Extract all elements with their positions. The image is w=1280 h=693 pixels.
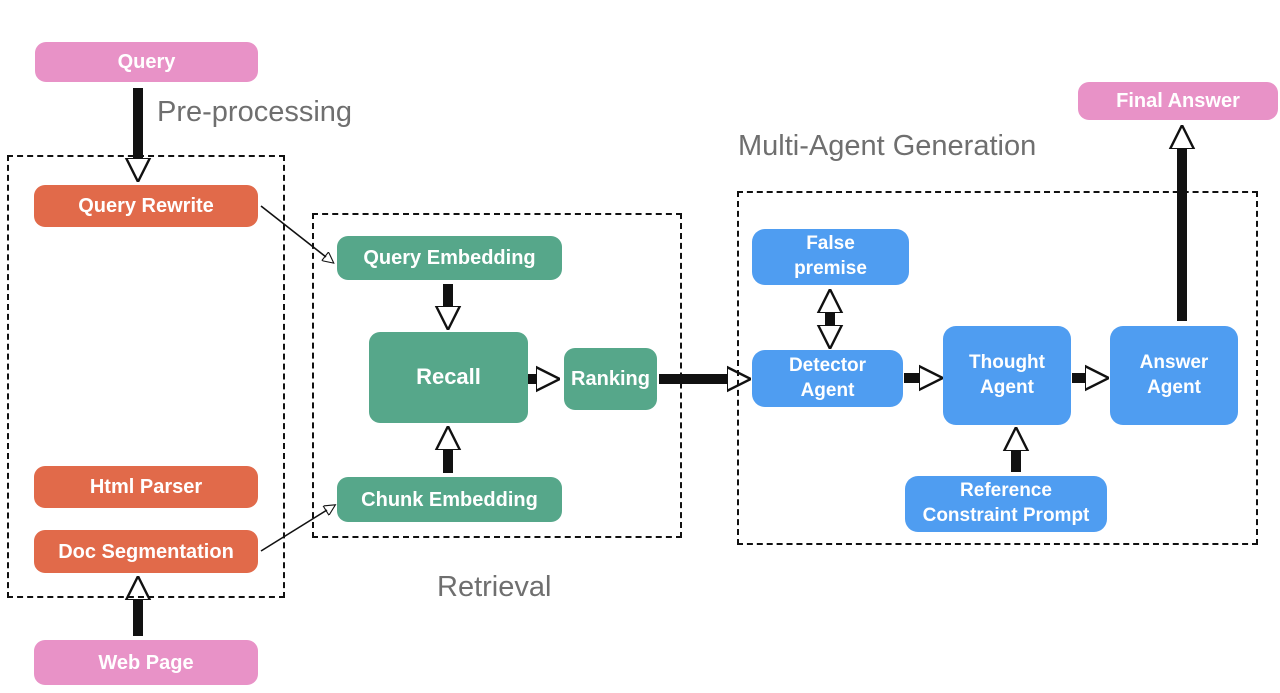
node-query: Query bbox=[35, 42, 258, 82]
arrow-doc-segmentation-to-chunk-embedding bbox=[260, 510, 327, 552]
node-query-label: Query bbox=[117, 51, 176, 73]
section-label-multi-agent-generation: Multi-Agent Generation bbox=[738, 130, 1037, 162]
node-thought-agent-label-line1: Thought bbox=[969, 351, 1045, 373]
node-answer-agent: Answer Agent bbox=[1110, 326, 1238, 425]
node-recall-label: Recall bbox=[416, 364, 481, 390]
node-html-parser-label: Html Parser bbox=[89, 476, 203, 498]
node-query-rewrite: Query Rewrite bbox=[34, 185, 258, 227]
node-detector-agent-label-line2: Agent bbox=[800, 379, 855, 401]
node-false-premise-label-line1: False bbox=[806, 233, 855, 255]
node-recall: Recall bbox=[369, 332, 528, 423]
node-detector-agent-label-line1: Detector bbox=[788, 354, 867, 376]
arrow-query-rewrite-to-query-embedding bbox=[260, 205, 326, 257]
node-answer-agent-label-line2: Agent bbox=[1147, 376, 1201, 398]
node-final-answer-label: Final Answer bbox=[1116, 90, 1240, 112]
node-web-page-label: Web Page bbox=[98, 651, 194, 674]
node-answer-agent-label-line1: Answer bbox=[1139, 351, 1209, 373]
node-reference-constraint-prompt-label-line2: Constraint Prompt bbox=[922, 505, 1090, 526]
node-chunk-embedding: Chunk Embedding bbox=[337, 477, 562, 522]
node-web-page: Web Page bbox=[34, 640, 258, 685]
node-false-premise-label-line2: premise bbox=[794, 258, 867, 279]
node-doc-segmentation-label: Doc Segmentation bbox=[58, 540, 234, 563]
node-html-parser: Html Parser bbox=[34, 466, 258, 508]
node-reference-constraint-prompt: Reference Constraint Prompt bbox=[905, 476, 1107, 532]
section-label-preprocessing: Pre-processing bbox=[157, 96, 353, 128]
node-query-embedding-label: Query Embedding bbox=[363, 247, 536, 269]
node-detector-agent: Detector Agent bbox=[752, 350, 903, 407]
node-ranking-label: Ranking bbox=[571, 368, 650, 390]
node-reference-constraint-prompt-label-line1: Reference bbox=[960, 480, 1052, 502]
node-query-embedding: Query Embedding bbox=[337, 236, 562, 280]
section-label-retrieval: Retrieval bbox=[437, 571, 552, 603]
node-thought-agent: Thought Agent bbox=[943, 326, 1071, 425]
node-doc-segmentation: Doc Segmentation bbox=[34, 530, 258, 573]
node-final-answer: Final Answer bbox=[1078, 82, 1278, 120]
node-thought-agent-label-line2: Agent bbox=[980, 376, 1034, 398]
node-false-premise: False premise bbox=[752, 229, 909, 285]
node-ranking: Ranking bbox=[564, 348, 657, 410]
node-query-rewrite-label: Query Rewrite bbox=[78, 195, 214, 217]
node-chunk-embedding-label: Chunk Embedding bbox=[361, 488, 538, 511]
